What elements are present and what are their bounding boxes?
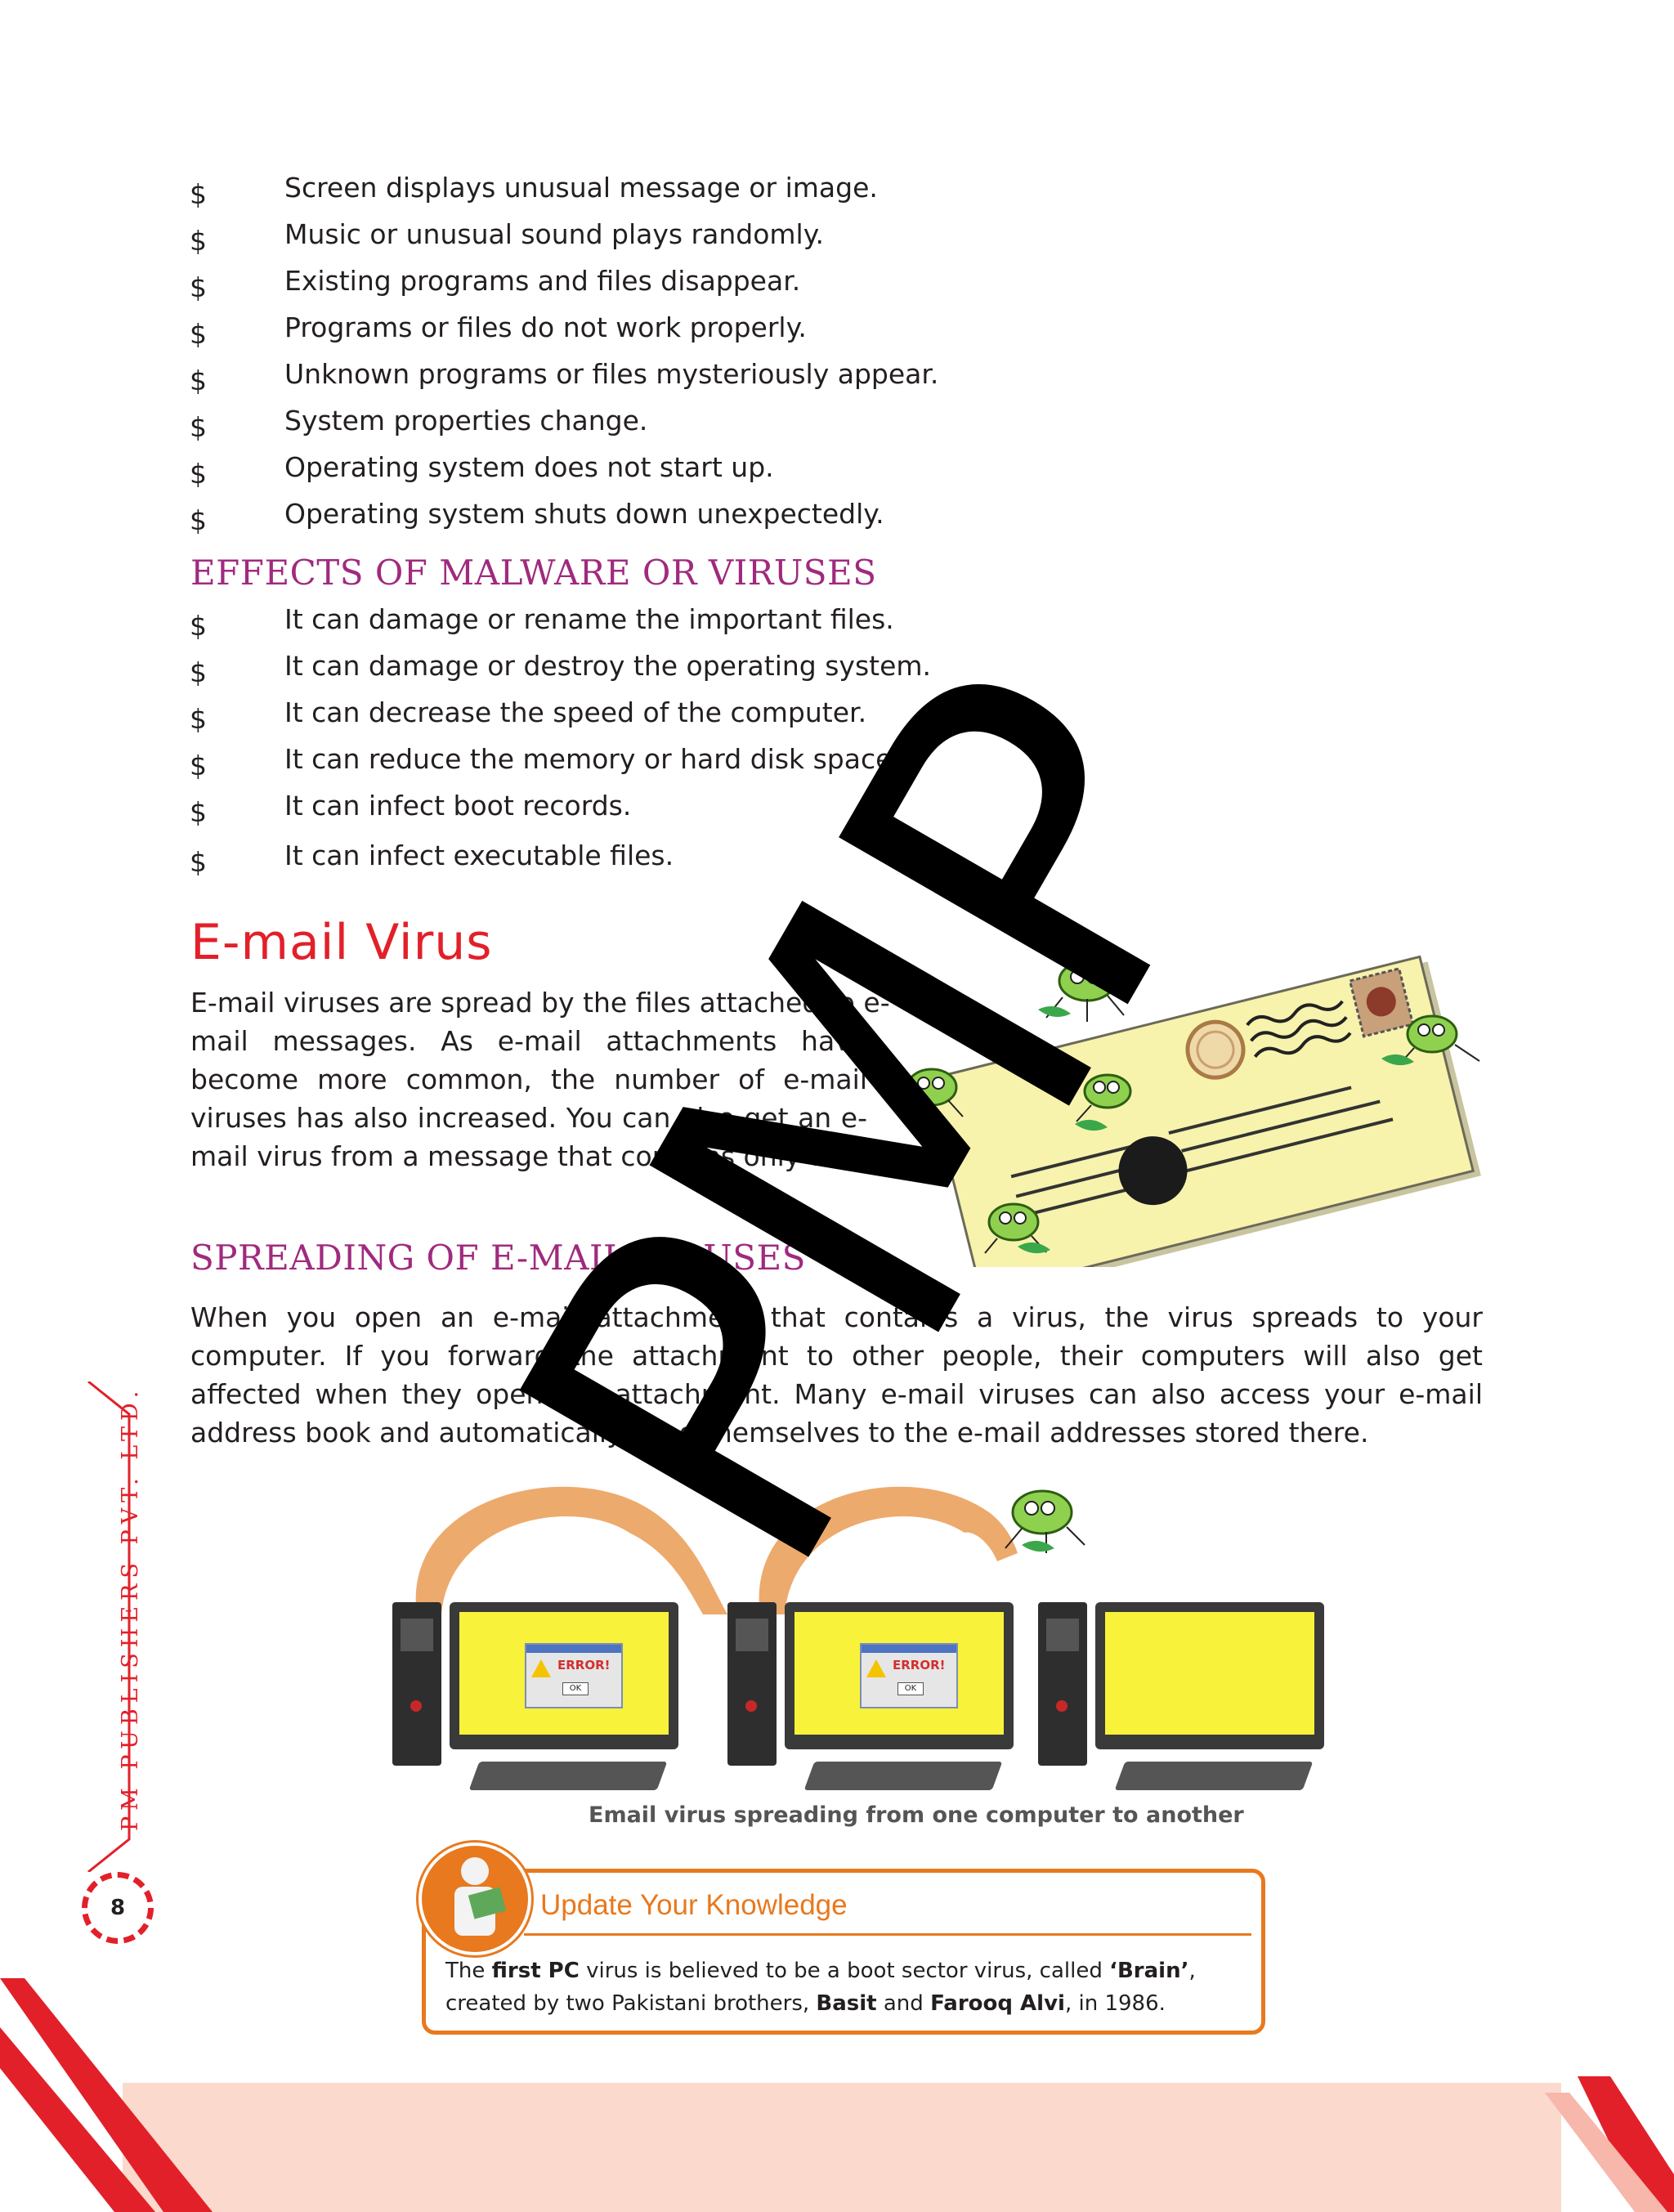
footer-stripes-right [1545, 2076, 1674, 2212]
virus-bug-icon [902, 1068, 964, 1121]
section-title-email-virus: E-mail Virus [190, 914, 493, 971]
bullet: $ [190, 796, 207, 828]
infected-envelope-illustration [902, 955, 1481, 1267]
keyboard [1114, 1762, 1314, 1790]
warning-icon [866, 1659, 886, 1677]
warning-icon [531, 1659, 551, 1677]
knowledge-box-header-line [524, 1933, 1251, 1936]
ok-button: OK [897, 1682, 924, 1695]
bullet: $ [190, 178, 207, 210]
bullet: $ [190, 458, 207, 490]
footer-stripes-left [0, 1978, 213, 2212]
ok-button: OK [562, 1682, 589, 1695]
bullet: $ [190, 318, 207, 350]
monitor [1095, 1602, 1324, 1749]
effects-heading: EFFECTS OF MALWARE OR VIRUSES [190, 553, 877, 593]
mascot-icon [418, 1843, 531, 1955]
bullet: $ [190, 656, 207, 688]
bullet: $ [190, 271, 207, 303]
bullet: $ [190, 610, 207, 642]
keyboard [803, 1762, 1003, 1790]
monitor-screen: ERROR! OK [794, 1612, 1004, 1735]
virus-bug-icon [984, 1202, 1050, 1254]
footer-band [123, 2083, 1561, 2212]
bullet: $ [190, 703, 207, 735]
error-dialog: ERROR! OK [525, 1643, 623, 1708]
figure-caption: Email virus spreading from one computer … [589, 1802, 1244, 1828]
bullet: $ [190, 365, 207, 396]
bullet: $ [190, 411, 207, 443]
computer-tower [392, 1602, 441, 1766]
bullet: $ [190, 504, 207, 536]
monitor: ERROR! OK [450, 1602, 678, 1749]
publisher-name: PM PUBLISHERS PVT. LTD. [118, 1385, 143, 1831]
publisher-side-bracket [87, 1381, 131, 1872]
page-number: 8 [110, 1896, 126, 1920]
spreading-heading: SPREADING OF E-MAIL VIRUSES [190, 1238, 806, 1278]
virus-bug-icon [1381, 1014, 1480, 1066]
bullet: $ [190, 846, 207, 878]
page-number-badge: 8 [82, 1872, 154, 1944]
email-virus-paragraph: E-mail viruses are spread by the files a… [190, 987, 890, 1172]
knowledge-box: Update Your Knowledge The first PC virus… [422, 1869, 1265, 2035]
monitor-screen: ERROR! OK [459, 1612, 669, 1735]
keyboard [468, 1762, 668, 1790]
monitor-screen [1105, 1612, 1314, 1735]
computer-tower [1038, 1602, 1087, 1766]
virus-bug-icon [1038, 960, 1125, 1022]
spreading-paragraph: When you open an e-mail attachment that … [190, 1301, 1483, 1449]
monitor: ERROR! OK [785, 1602, 1014, 1749]
virus-bug-icon [1005, 1489, 1085, 1553]
computer-tower [727, 1602, 777, 1766]
bullet: $ [190, 225, 207, 257]
knowledge-box-title: Update Your Knowledge [540, 1889, 848, 1921]
knowledge-box-text: The first PC virus is believed to be a b… [445, 1959, 1196, 2016]
virus-spread-figure: ERROR! OK ERROR! OK [384, 1463, 1341, 1807]
bullet: $ [190, 750, 207, 781]
error-dialog: ERROR! OK [860, 1643, 958, 1708]
virus-bug-icon [1075, 1073, 1132, 1131]
